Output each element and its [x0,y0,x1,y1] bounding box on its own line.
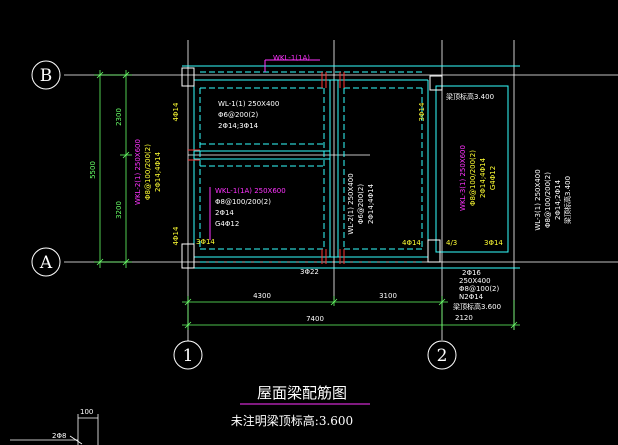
dim-total-vertical: 5500 [89,161,97,179]
detail-fragment [10,414,99,445]
label-wkl1-mid-top: 2Φ14 [215,209,234,217]
axis-bubble-2: 2 [427,340,457,370]
axis-label-b: B [40,66,53,86]
columns [181,67,443,269]
detail-top-dim: 100 [80,408,93,416]
label-wkl1-mid-stirrup: Φ8@100/200(2) [215,198,271,206]
label-wkl2-bars: 2Φ14;4Φ14 [154,151,162,192]
label-wkl1-mid: WKL-1(1A) 250X600 [215,187,286,195]
axis-bubble-1: 1 [173,340,203,370]
column-a1 [181,243,195,269]
label-3phi14-left: 3Φ14 [196,238,215,246]
svg-text:N2Φ14: N2Φ14 [459,293,484,301]
label-wkl3: WKL-3(1) 250X600 [459,145,467,211]
axis-label-1: 1 [183,346,194,366]
axis-bubble-a: A [31,247,61,277]
axis-label-2: 2 [437,346,448,366]
label-wkl2: WKL-2(1) 250X600 [134,139,142,205]
label-3phi14-right: 3Φ14 [418,102,426,121]
dim-overall: 7400 [306,315,324,323]
label-3phi14-far: 3Φ14 [484,239,503,247]
label-wl3: WL-3(1) 250X400 [534,169,542,230]
beam-outlines [182,65,520,269]
label-wkl3-stirrup: Φ8@100/200(2) [469,150,477,206]
dim-small-bottom: 2120 [455,314,473,322]
beam-dashed-lines [199,71,423,263]
horizontal-dimensions [182,296,520,330]
label-top-elev: 梁顶标高3.400 [446,92,494,101]
detail-label: 2Φ8 [52,432,66,440]
column-b1 [181,67,195,87]
dim-upper-vertical: 2300 [115,108,123,126]
label-wkl1-mid-side: G4Φ12 [215,220,239,228]
dim-bay-1: 4300 [253,292,271,300]
svg-text:2Φ16: 2Φ16 [462,269,481,277]
hatch-marks [188,72,345,264]
label-wl2-stirrup: Φ6@200(2) [357,184,365,225]
dim-bay-2: 3100 [379,292,397,300]
label-wl3-bars: 2Φ14;2Φ14 [554,179,562,220]
label-wl2: WL-2(1) 250X400 [347,173,355,234]
svg-text:Φ8@100(2): Φ8@100(2) [459,285,500,293]
leader-wkl1 [209,59,320,240]
label-wkl3-side: G4Φ12 [489,166,497,190]
label-4phi14-right: 4Φ14 [402,239,421,247]
label-wkl1-top: WKL-1(1A) [273,54,310,62]
vertical-dimensions [94,70,132,268]
label-4phi14-upper: 4Φ14 [172,102,180,121]
label-wl1: WL-1(1) 250X400 [218,100,279,108]
label-wkl2-stirrup: Φ8@100/200(2) [144,144,152,200]
column-a2 [427,239,441,263]
label-wl3-stirrup: Φ8@100/200(2) [544,172,552,228]
label-wl1-bars: 2Φ14;3Φ14 [218,122,259,130]
axis-bubble-b: B [31,60,61,90]
label-wkl3-bars: 2Φ14;4Φ14 [479,157,487,198]
label-wl2-bars: 2Φ14;4Φ14 [367,183,375,224]
axis-label-a: A [39,253,53,273]
svg-text:250X400: 250X400 [459,277,491,285]
svg-text:梁顶标高3.600: 梁顶标高3.600 [453,302,501,311]
label-4phi14-lower: 4Φ14 [172,226,180,245]
label-4-3: 4/3 [446,239,457,247]
label-3phi22: 3Φ22 [300,268,319,276]
right-callout: 2Φ16 250X400 Φ8@100(2) N2Φ14 梁顶标高3.600 2… [453,269,501,322]
label-wl3-elev: 梁顶标高3.400 [563,176,572,224]
label-wl1-stirrup: Φ6@200(2) [218,111,259,119]
column-b2 [429,75,443,91]
drawing-title: 屋面梁配筋图 [257,384,347,402]
dim-lower-vertical: 3200 [115,201,123,219]
drawing-subtitle: 未注明梁顶标高:3.600 [231,413,353,428]
